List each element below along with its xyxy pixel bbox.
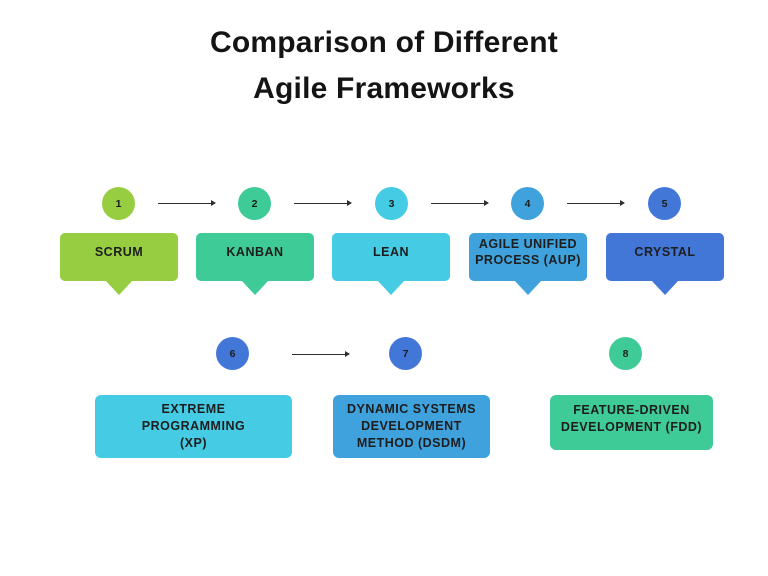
bubble-tail	[651, 280, 679, 295]
framework-label-aup: AGILE UNIFIED PROCESS (AUP)	[475, 236, 581, 268]
page-title: Comparison of Different Agile Frameworks	[210, 26, 558, 105]
framework-box-dsdm: DYNAMIC SYSTEMS DEVELOPMENT METHOD (DSDM…	[333, 395, 490, 458]
arrow-4-to-5-icon	[567, 199, 625, 207]
framework-label-kanban: KANBAN	[226, 244, 284, 259]
step-circle-4: 4	[511, 187, 544, 220]
step-circle-1: 1	[102, 187, 135, 220]
framework-box-aup: AGILE UNIFIED PROCESS (AUP)	[469, 233, 587, 295]
bubble-tail	[105, 280, 133, 295]
framework-label-fdd: FEATURE-DRIVEN DEVELOPMENT (FDD)	[560, 402, 703, 434]
framework-box-scrum: SCRUM	[60, 233, 178, 295]
step-circle-6: 6	[216, 337, 249, 370]
arrow-2-to-3-icon	[294, 199, 352, 207]
framework-box-lean: LEAN	[332, 233, 450, 295]
framework-box-kanban: KANBAN	[196, 233, 314, 295]
framework-box-crystal: CRYSTAL	[606, 233, 724, 295]
framework-label-dsdm: DYNAMIC SYSTEMS DEVELOPMENT METHOD (DSDM…	[346, 402, 477, 450]
framework-label-lean: LEAN	[372, 244, 410, 259]
arrow-3-to-4-icon	[431, 199, 489, 207]
step-circle-5: 5	[648, 187, 681, 220]
framework-box-fdd: FEATURE-DRIVEN DEVELOPMENT (FDD)	[550, 395, 713, 450]
arrow-6-to-7-icon	[292, 350, 350, 358]
framework-label-xp: EXTREME PROGRAMMING (XP)	[141, 402, 246, 450]
bubble-tail	[241, 280, 269, 295]
step-circle-7: 7	[389, 337, 422, 370]
step-circle-8: 8	[609, 337, 642, 370]
bubble-tail	[514, 280, 542, 295]
step-circle-2: 2	[238, 187, 271, 220]
step-circle-3: 3	[375, 187, 408, 220]
arrow-1-to-2-icon	[158, 199, 216, 207]
framework-box-xp: EXTREME PROGRAMMING (XP)	[95, 395, 292, 458]
framework-label-scrum: SCRUM	[94, 244, 144, 259]
bubble-tail	[377, 280, 405, 295]
framework-label-crystal: CRYSTAL	[634, 244, 696, 259]
